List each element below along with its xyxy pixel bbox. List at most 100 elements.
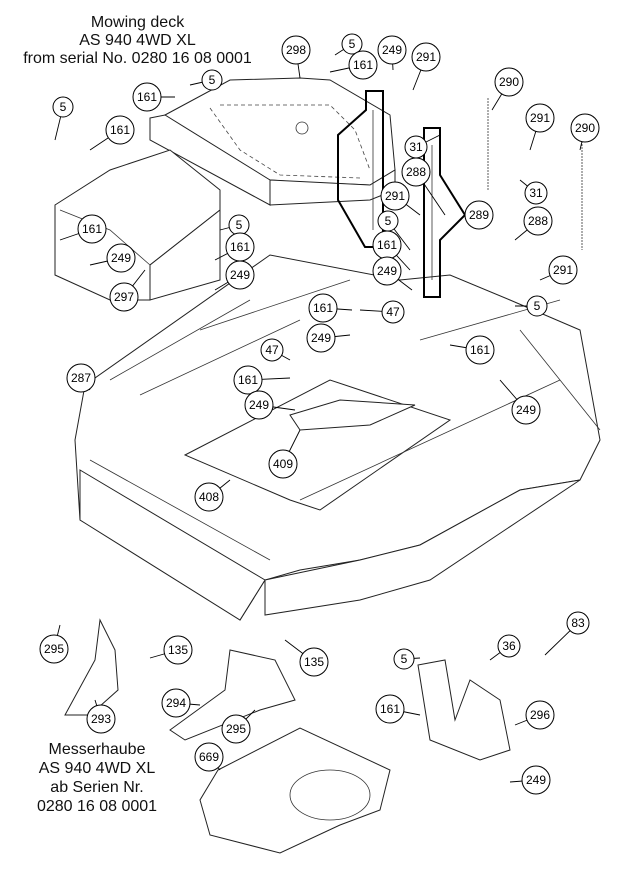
callout-number: 295 — [226, 722, 246, 736]
callout-circle — [393, 648, 415, 670]
callout-295: 295 — [221, 709, 256, 744]
callout-circle — [380, 181, 410, 211]
callout-circle — [268, 449, 298, 479]
title-line: Mowing deck — [90, 14, 185, 31]
callout-number: 409 — [273, 457, 293, 471]
callout-298: 298 — [281, 35, 311, 79]
callout-circle — [401, 157, 431, 187]
callout-circle — [244, 390, 274, 420]
callout-409: 409 — [268, 429, 301, 479]
callout-number: 287 — [71, 371, 91, 385]
callout-number: 161 — [137, 90, 157, 104]
callout-161: 161 — [308, 293, 353, 323]
callout-47: 47 — [359, 300, 405, 324]
callout-291: 291 — [380, 181, 421, 216]
callout-297: 297 — [109, 269, 146, 312]
title-line: ab Serien Nr. — [50, 779, 144, 796]
callout-number: 31 — [529, 186, 543, 200]
callout-circle — [221, 714, 251, 744]
callout-circle — [348, 50, 378, 80]
callout-circle — [381, 300, 405, 324]
callout-31: 31 — [519, 179, 548, 205]
callout-249: 249 — [372, 256, 413, 291]
callout-161: 161 — [132, 82, 175, 112]
callout-circle — [526, 295, 548, 317]
callout-circle — [525, 700, 555, 730]
callout-number: 249 — [526, 773, 546, 787]
callout-669: 669 — [194, 742, 224, 772]
callout-249: 249 — [499, 379, 541, 425]
callout-circle — [465, 335, 495, 365]
callout-number: 135 — [304, 655, 324, 669]
callout-number: 296 — [530, 708, 550, 722]
callout-circle — [66, 363, 96, 393]
callout-circle — [52, 96, 74, 118]
callout-circle — [161, 688, 191, 718]
callout-circle — [566, 611, 590, 635]
callout-circle — [105, 115, 135, 145]
callout-number: 161 — [353, 58, 373, 72]
callout-circle — [281, 35, 311, 65]
callout-161: 161 — [372, 230, 411, 271]
title-line: from serial No. 0280 16 08 0001 — [23, 50, 252, 67]
callout-circle — [464, 200, 494, 230]
title-line: AS 940 4WD XL — [79, 32, 196, 49]
callout-number: 288 — [528, 214, 548, 228]
callout-number: 291 — [416, 50, 436, 64]
callout-circle — [225, 260, 255, 290]
callout-number: 297 — [114, 290, 134, 304]
callout-circle — [109, 282, 139, 312]
callout-31: 31 — [404, 134, 441, 159]
title-line: AS 940 4WD XL — [38, 760, 156, 777]
callout-249: 249 — [89, 243, 136, 273]
callout-number: 249 — [230, 268, 250, 282]
callout-number: 161 — [377, 238, 397, 252]
callout-5: 5 — [334, 33, 363, 56]
callout-number: 288 — [406, 165, 426, 179]
callout-circle — [106, 243, 136, 273]
callout-circle — [77, 214, 107, 244]
callout-161: 161 — [329, 50, 378, 80]
callout-circle — [377, 35, 407, 65]
callout-number: 5 — [60, 100, 67, 114]
callout-number: 249 — [249, 398, 269, 412]
part-side-shroud — [54, 149, 221, 301]
callout-number: 5 — [401, 652, 408, 666]
callout-circle — [548, 255, 578, 285]
callout-circle — [524, 181, 548, 205]
callout-291: 291 — [539, 255, 578, 285]
callout-circle — [497, 634, 521, 658]
callout-circle — [411, 42, 441, 72]
callout-number: 5 — [236, 218, 243, 232]
callout-291: 291 — [525, 103, 555, 151]
callout-number: 5 — [385, 214, 392, 228]
callout-circle — [570, 113, 600, 143]
callout-number: 249 — [377, 264, 397, 278]
callout-number: 249 — [111, 251, 131, 265]
callout-number: 291 — [530, 111, 550, 125]
callout-number: 161 — [82, 222, 102, 236]
callout-249: 249 — [244, 390, 296, 420]
part-mowing-deck — [74, 254, 601, 621]
callout-number: 290 — [499, 75, 519, 89]
callout-number: 161 — [313, 301, 333, 315]
callout-number: 293 — [91, 712, 111, 726]
callout-295: 295 — [39, 624, 69, 664]
callout-circle — [163, 635, 193, 665]
callout-number: 291 — [553, 263, 573, 277]
callout-circle — [233, 365, 263, 395]
callout-number: 36 — [502, 639, 516, 653]
callout-number: 31 — [409, 140, 423, 154]
callout-circle — [308, 293, 338, 323]
callout-circle — [521, 765, 551, 795]
callout-161: 161 — [89, 115, 135, 151]
callout-number: 135 — [168, 643, 188, 657]
callout-number: 249 — [516, 403, 536, 417]
callout-5: 5 — [52, 96, 74, 141]
part-linkage-frames — [337, 90, 583, 298]
diagram-title-german: Messerhaube AS 940 4WD XL ab Serien Nr. … — [22, 740, 172, 816]
callout-number: 83 — [571, 616, 585, 630]
callout-circle — [260, 338, 284, 362]
callout-249: 249 — [306, 323, 351, 353]
callout-number: 161 — [110, 123, 130, 137]
